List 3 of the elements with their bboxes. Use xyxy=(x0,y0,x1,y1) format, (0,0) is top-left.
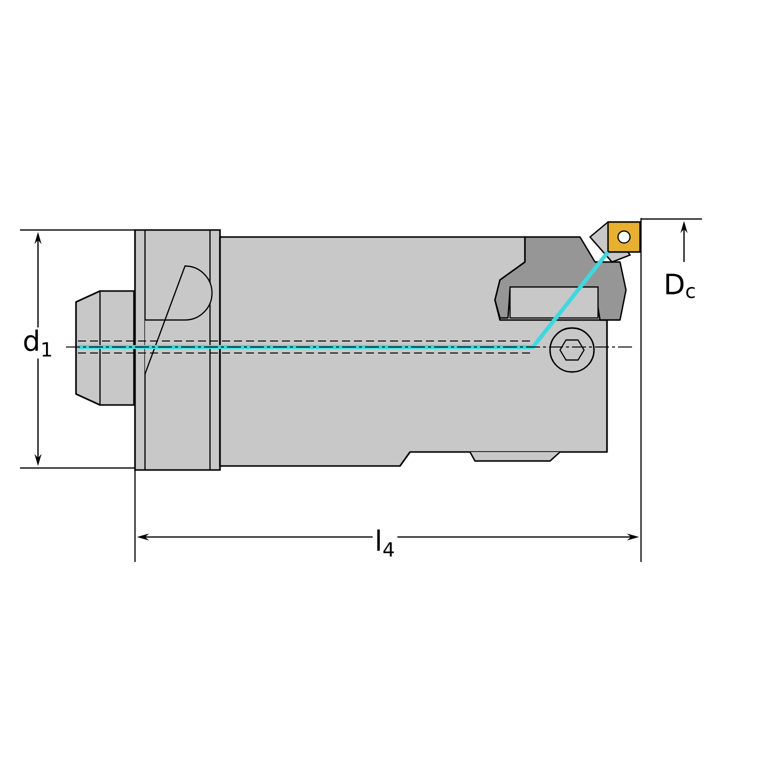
dimension-label: d$_{1}$ xyxy=(20,328,56,358)
dimension-label: D$_{c}$ xyxy=(662,272,698,300)
dimension-label: l$_{4}$ xyxy=(372,528,398,558)
